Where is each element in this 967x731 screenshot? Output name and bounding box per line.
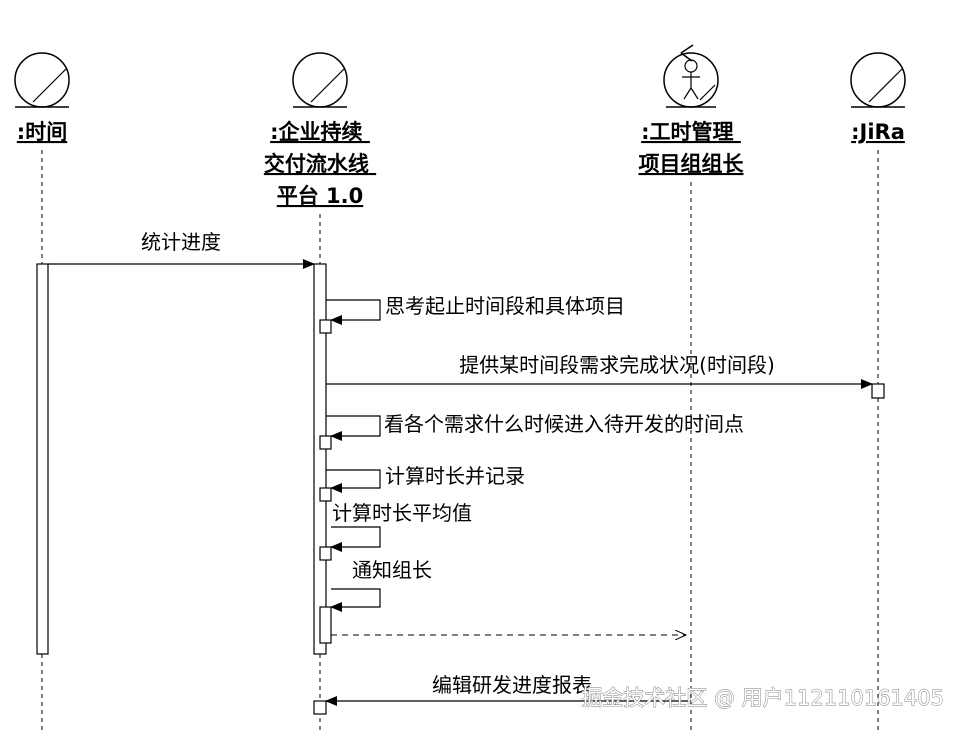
activation-report: [313, 700, 327, 715]
entity-icon: [292, 52, 348, 108]
activation-jira: [871, 383, 885, 399]
activation-self-3: [319, 487, 332, 502]
participant-time: :时间: [14, 52, 70, 144]
entity-icon: [14, 52, 70, 108]
message-5-label: 计算时长并记录: [385, 464, 525, 488]
activation-self-4: [319, 546, 332, 561]
participant-time-label: :时间: [17, 120, 67, 144]
message-8: 编辑研发进度报表: [325, 673, 691, 706]
message-6: 计算时长平均值: [330, 501, 472, 552]
activations: [36, 263, 885, 715]
activation-self-2: [319, 435, 332, 450]
message-8-label: 编辑研发进度报表: [432, 673, 592, 697]
message-7-label: 通知组长: [352, 558, 432, 582]
entity-icon: [850, 52, 906, 108]
participant-platform: :企业持续 交付流水线 平台 1.0: [264, 52, 376, 208]
message-1: 统计进度: [48, 230, 315, 269]
message-1-label: 统计进度: [141, 230, 221, 254]
message-4: 看各个需求什么时候进入待开发的时间点: [326, 412, 744, 441]
message-5: 计算时长并记录: [326, 464, 525, 493]
message-3: 提供某时间段需求完成状况(时间段): [326, 353, 873, 389]
activation-self-1: [319, 319, 332, 334]
participant-pm-label: :工时管理 项目组组长: [639, 120, 745, 176]
activation-self-5: [319, 606, 332, 644]
participant-jira-label: :JiRa: [851, 120, 905, 144]
message-7: 通知组长: [330, 558, 432, 612]
message-6-label: 计算时长平均值: [332, 501, 472, 525]
message-2-label: 思考起止时间段和具体项目: [385, 294, 625, 318]
message-3-label: 提供某时间段需求完成状况(时间段): [459, 353, 775, 377]
control-actor-icon: [663, 44, 719, 108]
message-2: 思考起止时间段和具体项目: [326, 294, 625, 325]
participant-platform-label: :企业持续 交付流水线 平台 1.0: [264, 120, 376, 208]
watermark-text: 掘金技术社区 @ 用户112110161405: [581, 686, 944, 710]
participant-pm: :工时管理 项目组组长: [639, 44, 745, 176]
participant-jira: :JiRa: [850, 52, 906, 144]
activation-time: [36, 263, 49, 655]
message-4-label: 看各个需求什么时候进入待开发的时间点: [384, 412, 744, 436]
